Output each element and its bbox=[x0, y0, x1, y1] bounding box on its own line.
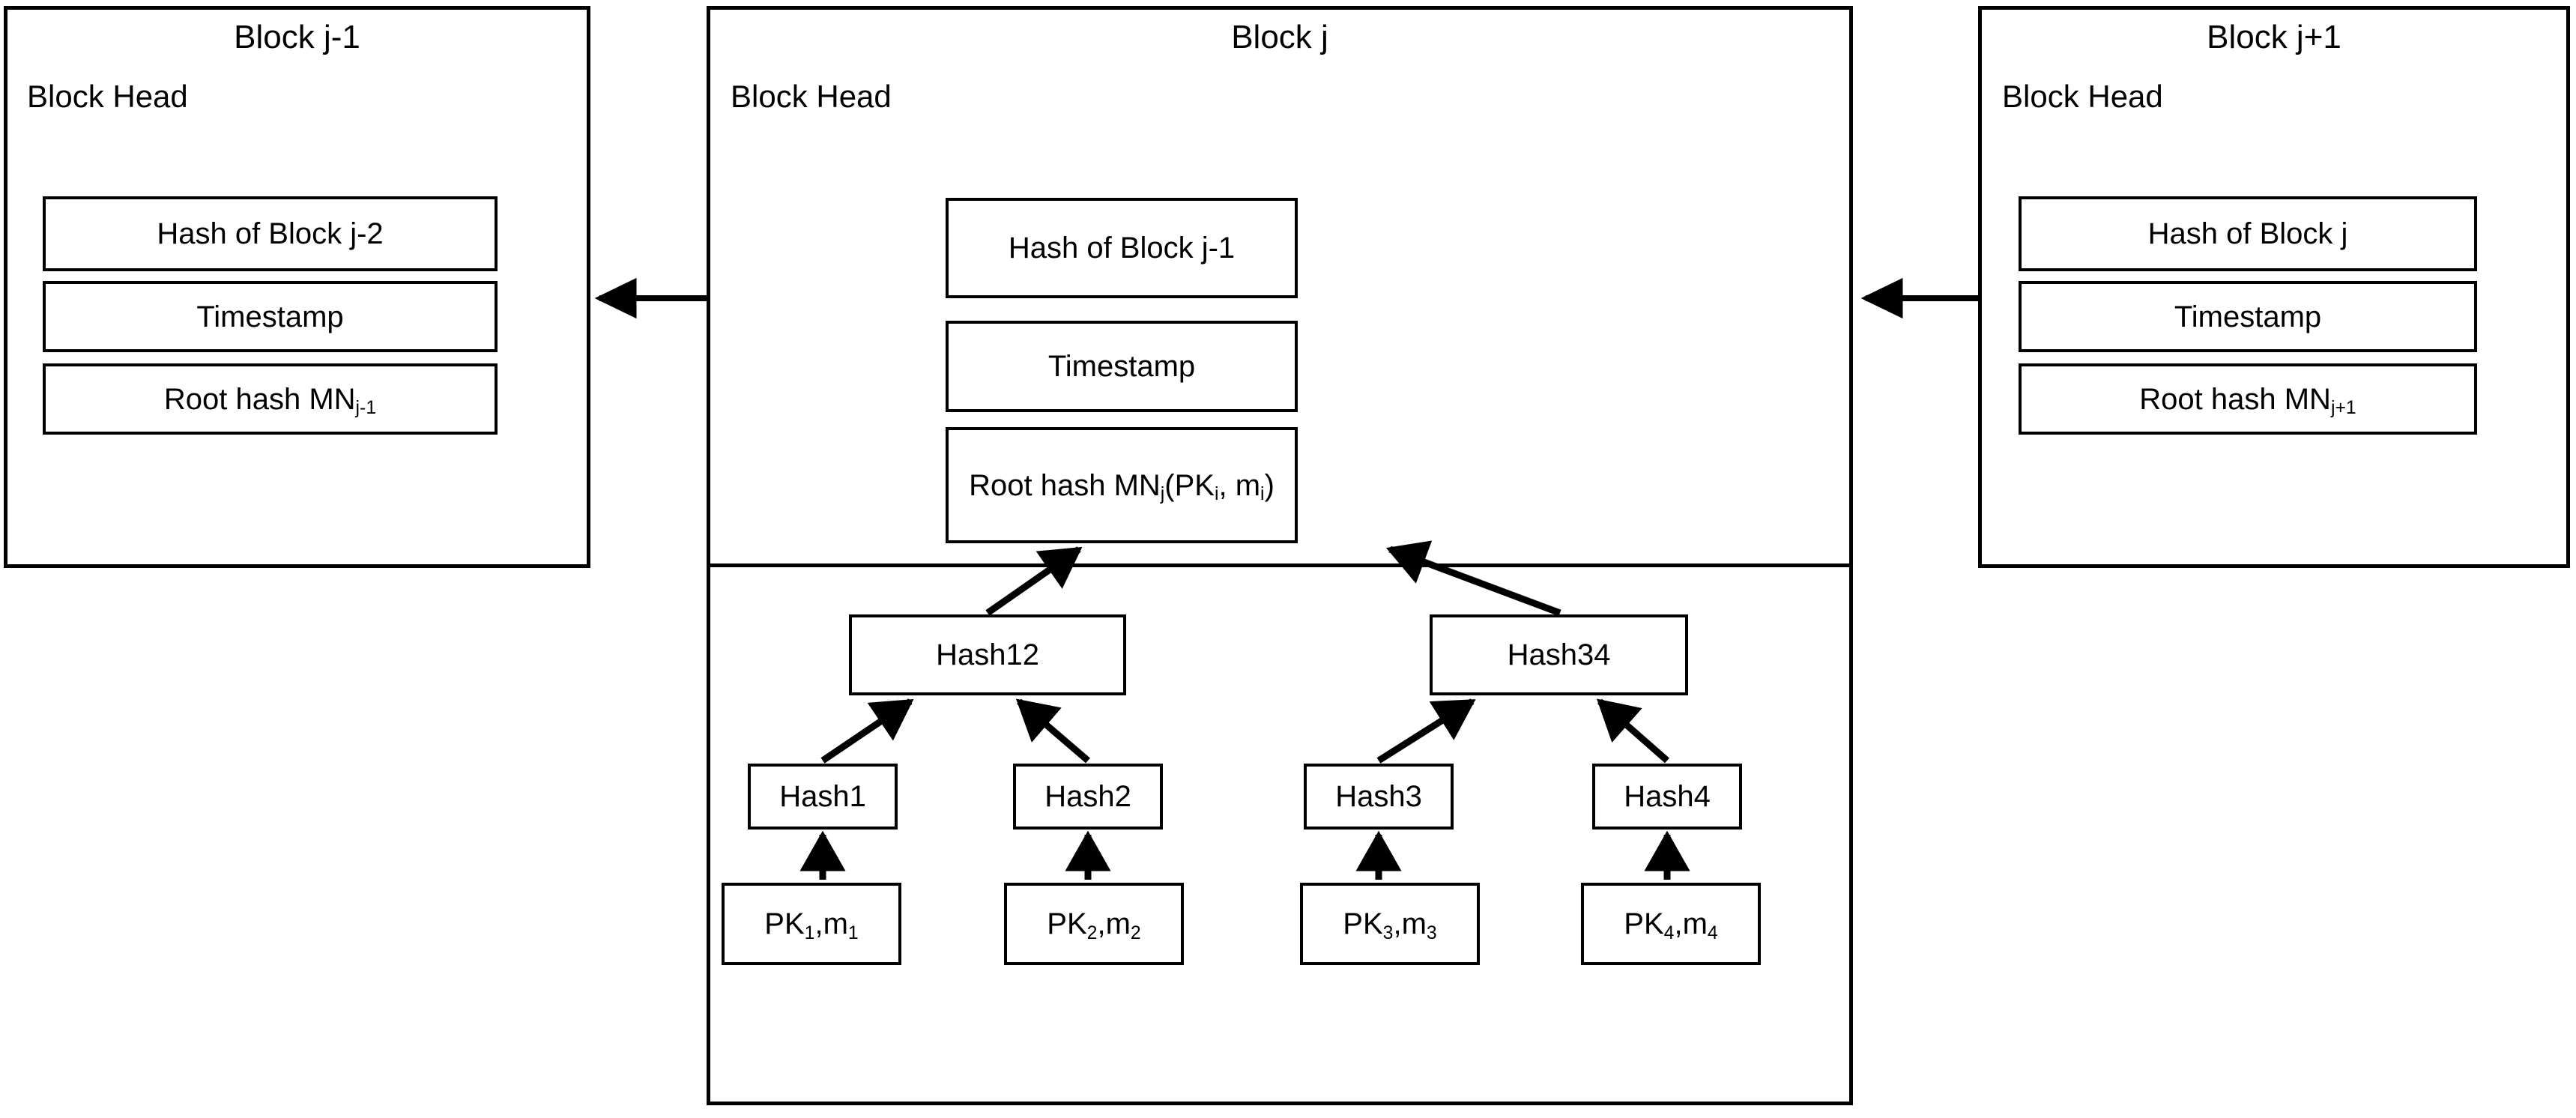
block-prev-head-label: Block Head bbox=[27, 79, 188, 114]
block-prev-root-hash-text: Root hash MNj-1 bbox=[163, 382, 377, 419]
block-prev-field-hash-of-previous: Hash of Block j-2 bbox=[43, 196, 498, 271]
merkle-leaf-2-text: PK2,m2 bbox=[1047, 907, 1141, 943]
merkle-leaf-1-text: PK1,m1 bbox=[764, 907, 859, 943]
merkle-leaf-transaction-4: PK4,m4 bbox=[1581, 883, 1761, 965]
block-prev-field-timestamp: Timestamp bbox=[43, 281, 498, 352]
block-next-title: Block j+1 bbox=[2207, 19, 2341, 55]
root-hash-subscript-block: j bbox=[1160, 484, 1165, 505]
merkle-node-hash12: Hash12 bbox=[849, 614, 1126, 695]
block-next-root-hash-text: Root hash MNj+1 bbox=[2139, 382, 2356, 419]
merkle-leaf-transaction-1: PK1,m1 bbox=[722, 883, 901, 965]
block-prev-title: Block j-1 bbox=[234, 19, 360, 55]
leaf-2-subscript-m: 2 bbox=[1130, 922, 1141, 943]
block-next-field-root-hash: Root hash MNj+1 bbox=[2019, 363, 2477, 435]
leaf-3-subscript-pk: 3 bbox=[1382, 922, 1394, 943]
merkle-leaf-3-text: PK3,m3 bbox=[1343, 907, 1437, 943]
block-prev-field-root-hash: Root hash MNj-1 bbox=[43, 363, 498, 435]
leaf-4-subscript-m: 4 bbox=[1707, 922, 1718, 943]
merkle-node-hash1: Hash1 bbox=[748, 764, 898, 830]
leaf-1-subscript-pk: 1 bbox=[804, 922, 815, 943]
leaf-2-subscript-pk: 2 bbox=[1086, 922, 1098, 943]
merkle-node-hash4: Hash4 bbox=[1592, 764, 1742, 830]
merkle-node-hash2: Hash2 bbox=[1013, 764, 1163, 830]
root-hash-subscript-pk: i bbox=[1214, 484, 1219, 505]
block-current-field-timestamp: Timestamp bbox=[946, 321, 1298, 412]
block-head-body-divider bbox=[707, 563, 1853, 567]
block-current-root-hash-text: Root hash MNj(PKi, mi) bbox=[969, 468, 1275, 505]
leaf-4-subscript-pk: 4 bbox=[1663, 922, 1675, 943]
leaf-3-subscript-m: 3 bbox=[1426, 922, 1437, 943]
block-next-field-timestamp: Timestamp bbox=[2019, 281, 2477, 352]
merkle-leaf-transaction-2: PK2,m2 bbox=[1004, 883, 1184, 965]
block-current-title: Block j bbox=[1231, 19, 1328, 55]
merkle-leaf-transaction-3: PK3,m3 bbox=[1300, 883, 1480, 965]
block-current-field-root-hash: Root hash MNj(PKi, mi) bbox=[946, 427, 1298, 543]
leaf-1-subscript-m: 1 bbox=[847, 922, 859, 943]
root-hash-subscript-m: i bbox=[1260, 484, 1265, 505]
block-next-head-label: Block Head bbox=[2002, 79, 2163, 114]
block-next-field-hash-of-previous: Hash of Block j bbox=[2019, 196, 2477, 271]
merkle-node-hash34: Hash34 bbox=[1430, 614, 1688, 695]
block-current-field-hash-of-previous: Hash of Block j-1 bbox=[946, 198, 1298, 298]
merkle-leaf-4-text: PK4,m4 bbox=[1624, 907, 1718, 943]
block-next-root-hash-subscript: j+1 bbox=[2330, 398, 2356, 419]
block-current-head-label: Block Head bbox=[731, 79, 892, 114]
block-prev-root-hash-subscript: j-1 bbox=[355, 398, 377, 419]
merkle-node-hash3: Hash3 bbox=[1304, 764, 1454, 830]
